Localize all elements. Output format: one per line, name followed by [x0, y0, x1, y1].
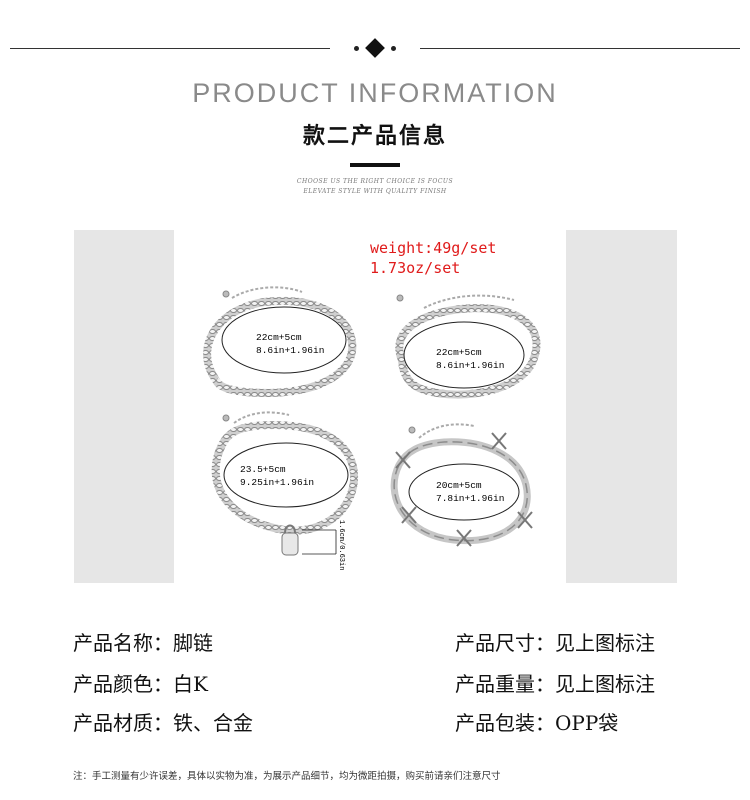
size-label-lock: 1.6cm/0.63in: [337, 520, 345, 570]
spec-package-label: 产品包装：: [455, 711, 555, 735]
anklet-chain-c: [211, 411, 359, 556]
side-panel-right: [566, 230, 677, 583]
header-line-right: [420, 48, 740, 49]
footnote: 注：手工测量有少许误差，具体以实物为准，为展示产品细节，均为微距拍摄，购买前请亲…: [73, 771, 501, 782]
product-image: 22cm+5cm 8.6in+1.96in 22cm+5cm 8.6in+1.9…: [174, 230, 566, 583]
anklet-chain-b: [395, 294, 541, 399]
page-title-en: PRODUCT INFORMATION: [192, 78, 558, 108]
spec-material: 产品材质：铁、合金: [73, 707, 253, 736]
header-dot-right: [391, 46, 396, 51]
spec-size-label: 产品尺寸：: [455, 631, 555, 655]
size-label-d1: 20cm+5cm: [436, 480, 482, 491]
spec-color-label: 产品颜色：: [73, 672, 173, 696]
tiny-caption-2: ELEVATE STYLE WITH QUALITY FINISH: [303, 188, 447, 195]
spec-name-label: 产品名称：: [73, 631, 173, 655]
spec-weight: 产品重量：见上图标注: [455, 668, 655, 697]
spec-name: 产品名称：脚链: [73, 627, 213, 656]
anklets-illustration: 22cm+5cm 8.6in+1.96in 22cm+5cm 8.6in+1.9…: [203, 286, 541, 570]
size-label-d2: 7.8in+1.96in: [436, 493, 504, 504]
size-label-a2: 8.6in+1.96in: [256, 345, 324, 356]
spec-material-value: 铁、合金: [173, 711, 253, 735]
tiny-caption-1: CHOOSE US THE RIGHT CHOICE IS FOCUS: [296, 178, 454, 185]
size-label-c1: 23.5+5cm: [240, 464, 286, 475]
spec-weight-label: 产品重量：: [455, 672, 555, 696]
spec-weight-value: 见上图标注: [555, 672, 655, 696]
anklet-chain-a: [203, 286, 357, 398]
weight-line-1: weight:49g/set: [370, 239, 497, 257]
size-label-c2: 9.25in+1.96in: [240, 477, 314, 488]
weight-line-2: 1.73oz/set: [370, 259, 461, 277]
spec-size: 产品尺寸：见上图标注: [455, 627, 655, 656]
spec-package: 产品包装：OPP袋: [455, 707, 618, 736]
header-diamond-icon: [365, 38, 385, 58]
lock-pendant-icon: [281, 532, 299, 556]
side-panel-left: [74, 230, 174, 583]
header-dot-left: [354, 46, 359, 51]
anklet-barbed-wire-d: [390, 423, 533, 547]
spec-material-label: 产品材质：: [73, 711, 173, 735]
spec-size-value: 见上图标注: [555, 631, 655, 655]
size-label-b1: 22cm+5cm: [436, 347, 482, 358]
spec-package-value: OPP袋: [555, 711, 619, 735]
size-label-b2: 8.6in+1.96in: [436, 360, 504, 371]
spec-name-value: 脚链: [173, 631, 213, 655]
header-line-left: [10, 48, 330, 49]
spec-color-value: 白K: [173, 672, 208, 696]
page-title-cn: 款二产品信息: [302, 124, 447, 149]
title-underbar: [350, 163, 400, 167]
size-label-a1: 22cm+5cm: [256, 332, 302, 343]
spec-color: 产品颜色：白K: [73, 668, 208, 697]
